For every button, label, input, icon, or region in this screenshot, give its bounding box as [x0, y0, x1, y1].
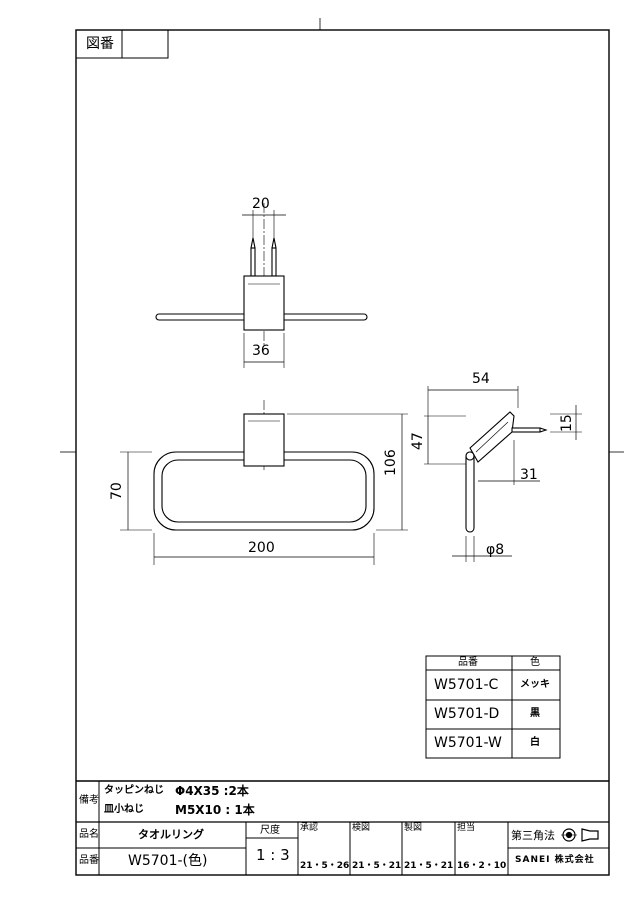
parts-row-part: W5701-C: [434, 677, 499, 693]
charge-date: 16・2・10: [457, 861, 507, 871]
dim-side-offset: 31: [520, 467, 538, 483]
parts-row-part: W5701-D: [434, 706, 500, 722]
parts-row-color: メッキ: [520, 679, 550, 690]
drawing-number-label: 図番: [86, 36, 114, 52]
dim-top-base: 36: [252, 343, 270, 359]
parts-row-color: 白: [530, 737, 540, 748]
dim-top-width: 20: [252, 196, 270, 212]
notes-label: 備考: [79, 795, 99, 806]
approval-label: 承認: [300, 823, 319, 833]
dim-front-inner: 70: [109, 482, 125, 500]
drafting-date: 21・5・21: [404, 861, 454, 871]
notes-line1-name: タッピンねじ: [104, 785, 164, 796]
check-date: 21・5・21: [352, 861, 402, 871]
company-name: SANEI 株式会社: [515, 855, 595, 865]
product-name-value: タオルリング: [138, 828, 204, 841]
product-name-label: 品名: [79, 829, 99, 840]
scale-value: 1 : 3: [256, 846, 290, 864]
charge-label: 担当: [457, 823, 476, 833]
product-number-value: W5701-(色): [128, 853, 208, 869]
scale-label: 尺度: [260, 825, 280, 836]
product-number-label: 品番: [79, 855, 99, 866]
parts-table-grid: [425, 655, 561, 759]
side-view: [424, 386, 582, 562]
approval-date: 21・5・26: [300, 861, 350, 871]
front-view: [120, 400, 408, 565]
top-view: [155, 203, 368, 368]
parts-row-color: 黒: [530, 708, 540, 719]
dim-front-height: 106: [383, 449, 399, 476]
projection-label: 第三角法: [511, 829, 555, 842]
check-label: 検図: [352, 823, 371, 833]
dim-front-width: 200: [248, 540, 275, 556]
parts-col-header-part: 品番: [458, 657, 478, 668]
dim-side-height: 47: [410, 432, 426, 450]
third-angle-projection-icon: [561, 828, 599, 842]
parts-col-header-color: 色: [530, 657, 540, 668]
dim-side-depth: 54: [472, 371, 490, 387]
parts-row-part: W5701-W: [434, 735, 502, 751]
notes-line2-spec: M5X10 : 1本: [175, 803, 255, 817]
dim-side-small: 15: [559, 414, 575, 432]
title-block-grid: [76, 780, 609, 875]
outer-frame: [75, 29, 610, 876]
notes-line2-name: 皿小ねじ: [104, 804, 144, 815]
notes-line1-spec: Φ4X35 :2本: [175, 784, 249, 798]
drafting-label: 製図: [404, 823, 423, 833]
dim-side-diameter: φ8: [486, 542, 505, 558]
